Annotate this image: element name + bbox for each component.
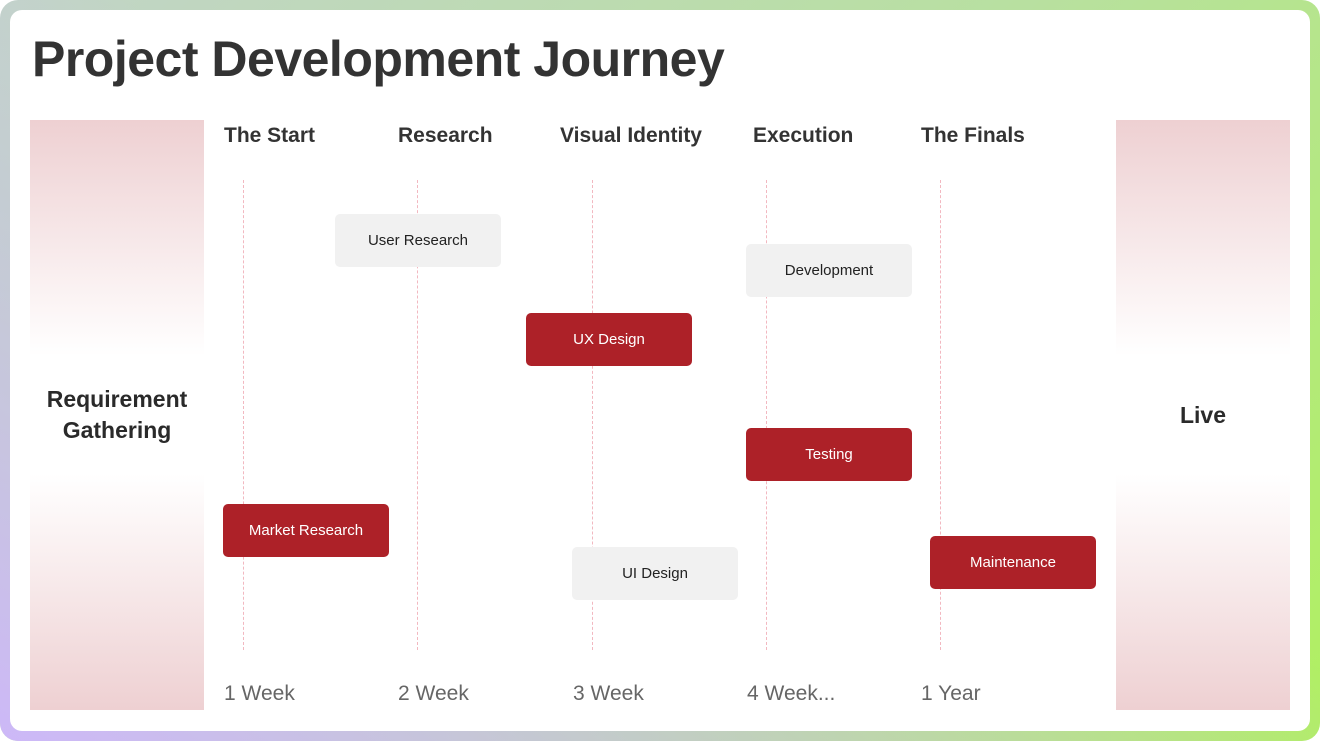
phase-header: The Finals: [921, 124, 1025, 147]
phase-duration: 2 Week: [398, 682, 469, 705]
page-title: Project Development Journey: [32, 31, 725, 87]
phase-duration: 1 Week: [224, 682, 295, 705]
task-development: Development: [746, 244, 912, 297]
phase-header: Visual Identity: [560, 124, 702, 147]
timeline-divider: [766, 180, 767, 650]
task-testing: Testing: [746, 428, 912, 481]
phase-duration: 3 Week: [573, 682, 644, 705]
task-market-research: Market Research: [223, 504, 389, 557]
task-maintenance: Maintenance: [930, 536, 1096, 589]
start-panel-label: Requirement Gathering: [46, 386, 188, 443]
task-user-research: User Research: [335, 214, 501, 267]
end-panel: Live: [1116, 120, 1290, 710]
timeline-divider: [592, 180, 593, 650]
canvas: [10, 10, 1310, 731]
phase-header: The Start: [224, 124, 316, 147]
phase-duration: 1 Year: [921, 682, 981, 705]
timeline-divider: [940, 180, 941, 650]
task-ux-design: UX Design: [526, 313, 692, 366]
phase-header: Execution: [753, 124, 854, 147]
task-ui-design: UI Design: [572, 547, 738, 600]
start-panel: Requirement Gathering: [30, 120, 204, 710]
timeline-divider: [417, 180, 418, 650]
timeline-divider: [243, 180, 244, 650]
phase-duration: 4 Week...: [747, 682, 836, 705]
end-panel-label: Live: [1179, 401, 1227, 428]
phase-header: Research: [398, 124, 493, 147]
